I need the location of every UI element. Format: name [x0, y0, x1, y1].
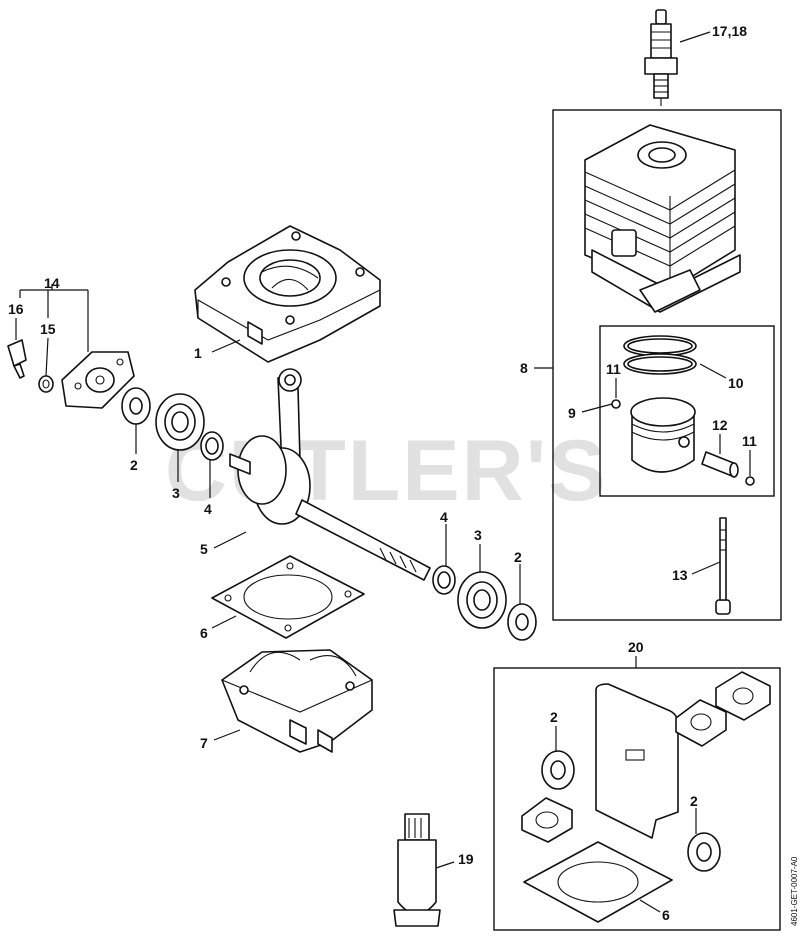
callout-16: 16: [8, 301, 24, 317]
callout-5: 5: [200, 541, 208, 557]
callout-11-top: 11: [606, 361, 621, 377]
callout-6-set: 6: [662, 907, 670, 923]
callout-14: 14: [44, 275, 60, 291]
connector-plug[interactable]: [7, 339, 27, 379]
callout-3-right: 3: [474, 527, 482, 543]
cylinder-screw[interactable]: [715, 517, 731, 615]
piston-pin[interactable]: [701, 451, 739, 478]
callout-2-left: 2: [130, 457, 138, 473]
callout-2-set-bottom: 2: [690, 793, 698, 809]
callout-8: 8: [520, 360, 528, 376]
drawing-code: 4601-GET-0007-A0: [790, 856, 799, 926]
washer-left[interactable]: [200, 431, 224, 461]
callout-19: 19: [458, 851, 474, 867]
oil-seal-left[interactable]: [121, 387, 151, 425]
callout-11-bottom: 11: [742, 433, 757, 449]
circlip-left[interactable]: [611, 399, 621, 409]
ball-bearing-right[interactable]: [457, 571, 507, 629]
callout-6-left: 6: [200, 625, 208, 641]
spring[interactable]: [38, 375, 54, 393]
gasket-set-oil-seal-2[interactable]: [687, 832, 721, 872]
crankshaft[interactable]: [229, 368, 431, 581]
callout-labels: 17,18 1 2 3 4 5 6 7 4 3 2 8 9 11 10 12 1…: [8, 23, 757, 923]
crankcase-lower[interactable]: [221, 649, 373, 753]
gasket-set-carburetor-plate[interactable]: [595, 683, 679, 839]
watermark: CUTLER'S: [165, 423, 608, 519]
washer-right[interactable]: [432, 565, 456, 595]
short-circuit-wire-plate[interactable]: [61, 351, 135, 409]
callout-15: 15: [40, 321, 56, 337]
cylinder[interactable]: [584, 124, 741, 313]
callout-13: 13: [672, 567, 688, 583]
callout-20: 20: [628, 639, 644, 655]
gasket-set-carb-gasket-2[interactable]: [715, 671, 771, 721]
spark-plug[interactable]: [644, 9, 678, 106]
callout-7: 7: [200, 735, 208, 751]
callout-3-left: 3: [172, 485, 180, 501]
callout-4-left: 4: [204, 501, 212, 517]
gasket-set-base-gasket[interactable]: [523, 841, 673, 923]
leader-lines: [15, 31, 751, 913]
piston[interactable]: [630, 397, 696, 473]
gasket-set-oil-seal-1[interactable]: [541, 750, 575, 790]
callout-1: 1: [194, 345, 202, 361]
grease-tube[interactable]: [393, 813, 441, 927]
circlip-right[interactable]: [745, 476, 755, 486]
gasket-set-frame: [493, 667, 781, 931]
ball-bearing-left[interactable]: [155, 393, 205, 451]
callout-12: 12: [712, 417, 728, 433]
callout-9: 9: [568, 405, 576, 421]
callout-4-right: 4: [440, 509, 448, 525]
gasket-cylinder-base[interactable]: [211, 555, 365, 639]
piston-rings[interactable]: [623, 335, 697, 375]
crankcase-upper[interactable]: [194, 225, 381, 363]
callout-10: 10: [728, 375, 744, 391]
piston-kit-frame: [599, 325, 775, 497]
cylinder-kit-frame: [552, 109, 782, 621]
gasket-set-muffler-gasket[interactable]: [521, 797, 573, 843]
callout-17-18: 17,18: [712, 23, 747, 39]
callout-2-set-top: 2: [550, 709, 558, 725]
callout-2-right: 2: [514, 549, 522, 565]
oil-seal-right[interactable]: [507, 603, 537, 641]
gasket-set-carb-gasket-1[interactable]: [675, 699, 727, 747]
